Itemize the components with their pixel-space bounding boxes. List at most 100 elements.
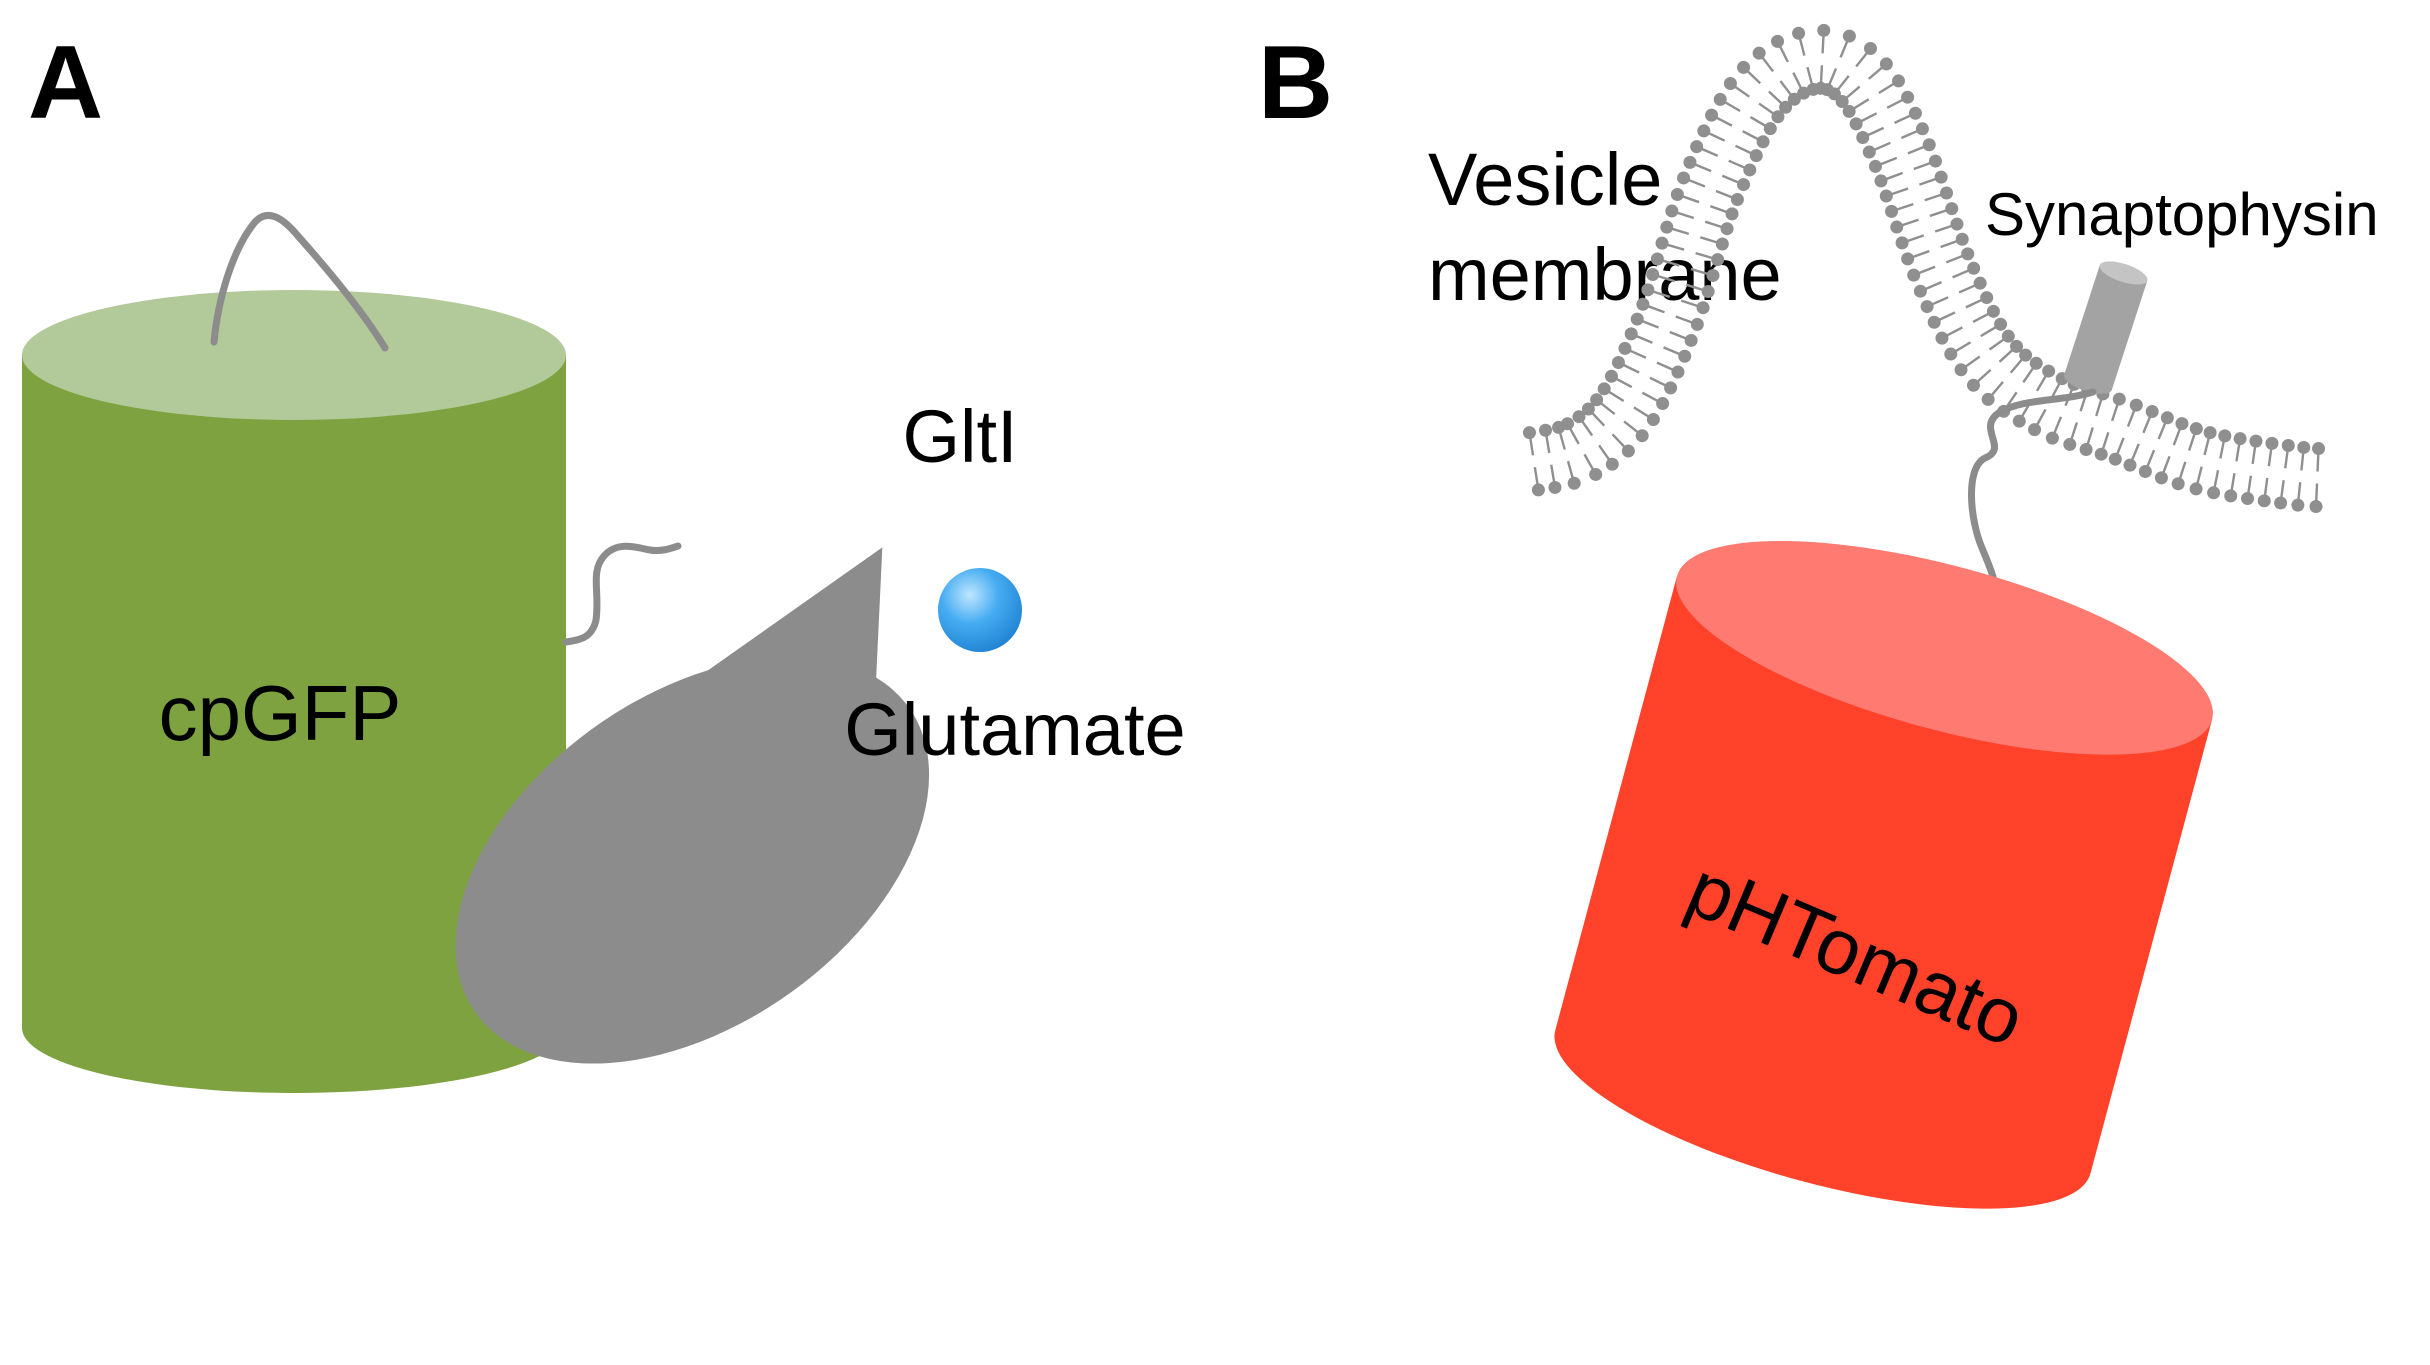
- lipid-head: [1885, 204, 1899, 218]
- glutamate-label: Glutamate: [844, 688, 1185, 771]
- glutamate-sphere: [938, 568, 1022, 652]
- lipid-head: [1737, 178, 1751, 192]
- lipid-head: [1590, 393, 1604, 407]
- lipid-head: [1581, 402, 1595, 416]
- panel-a-label: A: [28, 25, 103, 141]
- synaptophysin-bottom: [2064, 370, 2112, 394]
- lipid-head: [1842, 29, 1856, 43]
- lipid-head: [1650, 252, 1664, 266]
- membrane-label-line2: membrane: [1428, 233, 1782, 316]
- lipid-head: [1920, 300, 1934, 314]
- lipid-head: [1531, 483, 1545, 497]
- lipid-head: [2123, 458, 2137, 472]
- lipid-head: [2012, 414, 2026, 428]
- lipid-head: [2218, 429, 2232, 443]
- lipid-head: [2171, 477, 2185, 491]
- lipid-head: [1730, 193, 1744, 207]
- lipid-head: [1891, 74, 1905, 88]
- lipid-head: [1522, 426, 1536, 440]
- lipid-head: [1605, 457, 1619, 471]
- lipid-head: [1641, 283, 1655, 297]
- lipid-head: [1630, 312, 1644, 326]
- lipid-head: [2257, 494, 2271, 508]
- lipid-head: [1589, 467, 1603, 481]
- lipid-head: [1986, 304, 2000, 318]
- lipid-head: [1624, 327, 1638, 341]
- lipid-head: [1656, 397, 1670, 411]
- lipid-head: [1635, 429, 1649, 443]
- linker-upper: [562, 542, 682, 646]
- lipid-head: [1618, 341, 1632, 355]
- lipid-head: [1705, 108, 1719, 122]
- lipid-head: [1597, 382, 1611, 396]
- lipid-head: [1696, 301, 1710, 315]
- lipid-head: [2145, 405, 2159, 419]
- lipid-head: [1664, 381, 1678, 395]
- synaptophysin-protein: [2064, 261, 2148, 394]
- phtomato-barrel-top: [1676, 541, 2213, 755]
- lipid-head: [2249, 434, 2263, 448]
- lipid-head: [1756, 135, 1770, 149]
- lipid-head: [2274, 496, 2288, 510]
- lipid-head: [1935, 331, 1949, 345]
- lipid-head: [1915, 122, 1929, 136]
- lipid-head: [1817, 23, 1831, 37]
- lipid-head: [1945, 202, 1959, 216]
- lipid-head: [1787, 92, 1801, 106]
- lipid-head: [1636, 297, 1650, 311]
- lipid-head: [2309, 499, 2323, 513]
- lipid-head: [2265, 436, 2279, 450]
- lipid-head: [1954, 363, 1968, 377]
- synaptophysin-label: Synaptophysin: [1985, 181, 2379, 248]
- lipid-head: [1862, 145, 1876, 159]
- lipid-head: [2312, 442, 2326, 456]
- lipid-head: [1973, 276, 1987, 290]
- lipid-head: [1690, 317, 1704, 331]
- lipid-head: [1944, 347, 1958, 361]
- lipid-head: [1842, 104, 1856, 118]
- lipid-head: [1890, 220, 1904, 234]
- lipid-head: [1927, 315, 1941, 329]
- lipid-head: [1771, 34, 1785, 48]
- cpgfp-barrel: cpGFP: [22, 212, 566, 1093]
- lipid-head: [1743, 163, 1757, 177]
- lipid-head: [1665, 204, 1679, 218]
- gltl-label: GltI: [902, 395, 1017, 478]
- lipid-head: [2297, 440, 2311, 454]
- lipid-head: [1763, 122, 1777, 136]
- lipid-head: [1749, 149, 1763, 163]
- lipid-head: [1967, 261, 1981, 275]
- cpgfp-barrel-top: [22, 290, 566, 420]
- gltl-shape: [455, 547, 930, 1064]
- lipid-head: [1737, 60, 1751, 74]
- lipid-head: [2160, 411, 2174, 425]
- panel-a: A cpGFP GltI Glutamate: [22, 25, 1186, 1093]
- lipid-head: [1868, 159, 1882, 173]
- lipid-head: [2189, 422, 2203, 436]
- lipid-head: [1646, 268, 1660, 282]
- lipid-head: [1856, 131, 1870, 145]
- lipid-head: [1879, 57, 1893, 71]
- lipid-head: [2108, 452, 2122, 466]
- lipid-head: [1720, 222, 1734, 236]
- lipid-head: [2010, 339, 2024, 353]
- lipid-head: [1901, 252, 1915, 266]
- lipid-head: [1994, 317, 2008, 331]
- lipid-head: [2079, 442, 2093, 456]
- lipid-head: [1684, 333, 1698, 347]
- lipid-head: [1683, 155, 1697, 169]
- lipid-head: [1849, 117, 1863, 131]
- lipid-head: [1940, 186, 1954, 200]
- cpgfp-label: cpGFP: [159, 669, 402, 757]
- lipid-head: [1671, 365, 1685, 379]
- vesicle-membrane: [1522, 23, 2326, 513]
- lipid-head: [1981, 392, 1995, 406]
- lipid-head: [2138, 464, 2152, 478]
- lipid-head: [1980, 291, 1994, 305]
- lipid-head: [1655, 236, 1669, 250]
- lipid-head: [1604, 369, 1618, 383]
- lipid-head: [1928, 154, 1942, 168]
- lipid-head: [2028, 423, 2042, 437]
